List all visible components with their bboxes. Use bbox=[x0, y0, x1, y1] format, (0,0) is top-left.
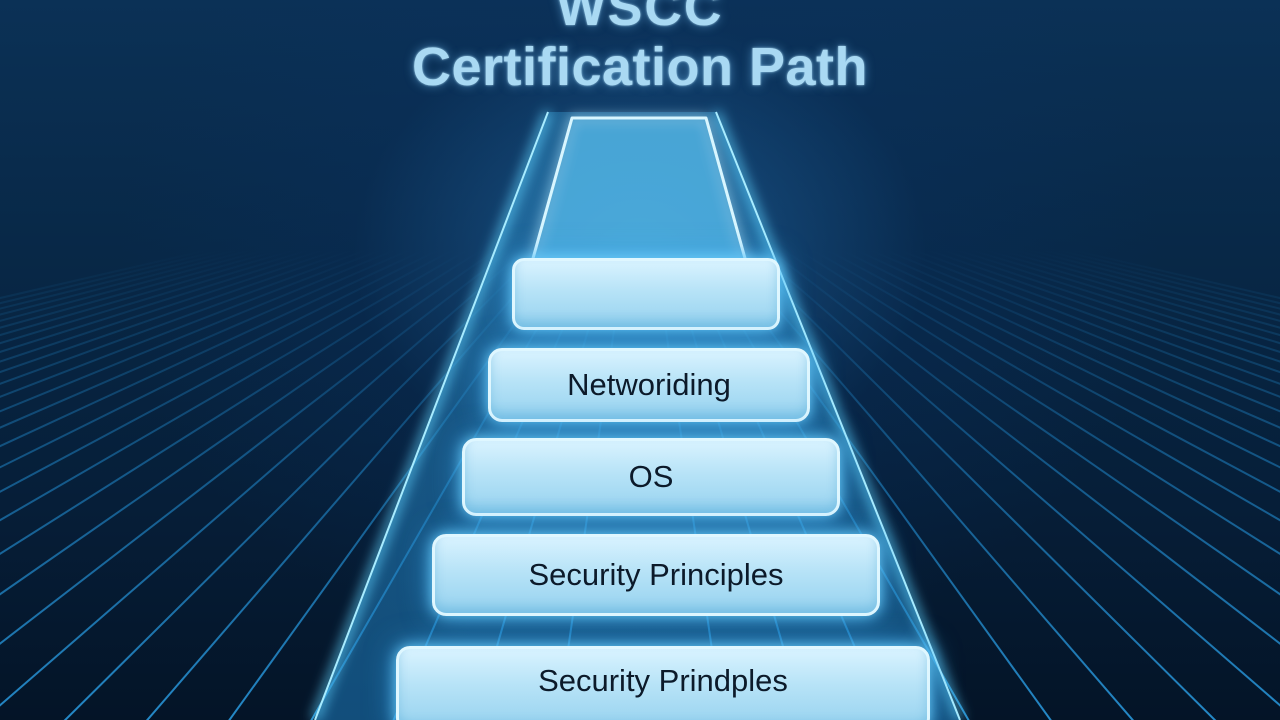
step-security-principles: Security Principles bbox=[432, 534, 880, 616]
step-networking: Networiding bbox=[488, 348, 810, 422]
grid-line bbox=[1071, 249, 1280, 300]
grid-line bbox=[1043, 249, 1280, 310]
grid-line bbox=[1057, 249, 1280, 305]
grid-line bbox=[0, 249, 353, 374]
grid-line bbox=[0, 249, 338, 363]
grid-line bbox=[0, 249, 425, 448]
step-label: Networiding bbox=[567, 367, 731, 402]
grid-line bbox=[884, 249, 1280, 413]
grid-line bbox=[0, 249, 209, 300]
step-top bbox=[512, 258, 780, 330]
grid-line bbox=[0, 249, 410, 429]
grid-line bbox=[0, 249, 223, 305]
page-title: Certification Path bbox=[411, 37, 869, 97]
grid-line bbox=[0, 249, 439, 469]
grid-line bbox=[855, 249, 1280, 448]
title-acronym: WSCC bbox=[556, 0, 724, 37]
grid-line bbox=[971, 249, 1280, 345]
grid-line bbox=[0, 249, 281, 329]
grid-line bbox=[927, 249, 1280, 374]
grid-line bbox=[0, 249, 382, 398]
grid-line bbox=[1014, 249, 1280, 322]
grid-line bbox=[826, 249, 1280, 493]
grid-line bbox=[898, 249, 1280, 398]
grid-line bbox=[0, 249, 295, 337]
grid-line bbox=[0, 249, 367, 385]
grid-line bbox=[0, 249, 324, 353]
grid-line bbox=[999, 249, 1280, 329]
grid-line bbox=[841, 249, 1280, 469]
grid-line bbox=[0, 249, 396, 413]
step-os: OS bbox=[462, 438, 840, 516]
grid-line bbox=[0, 249, 454, 493]
step-label: OS bbox=[628, 459, 674, 494]
grid-line bbox=[0, 249, 266, 322]
grid-line bbox=[985, 249, 1280, 337]
step-label: Security Principles bbox=[528, 557, 784, 592]
grid-line bbox=[0, 249, 468, 522]
step-label: Security Prindples bbox=[538, 663, 788, 698]
grid-line bbox=[0, 249, 309, 345]
grid-line bbox=[913, 249, 1280, 385]
grid-line bbox=[942, 249, 1280, 363]
grid-line bbox=[0, 249, 237, 310]
step-security-prindples: Security Prindples bbox=[396, 646, 930, 720]
grid-line bbox=[870, 249, 1280, 429]
grid-line bbox=[956, 249, 1280, 353]
